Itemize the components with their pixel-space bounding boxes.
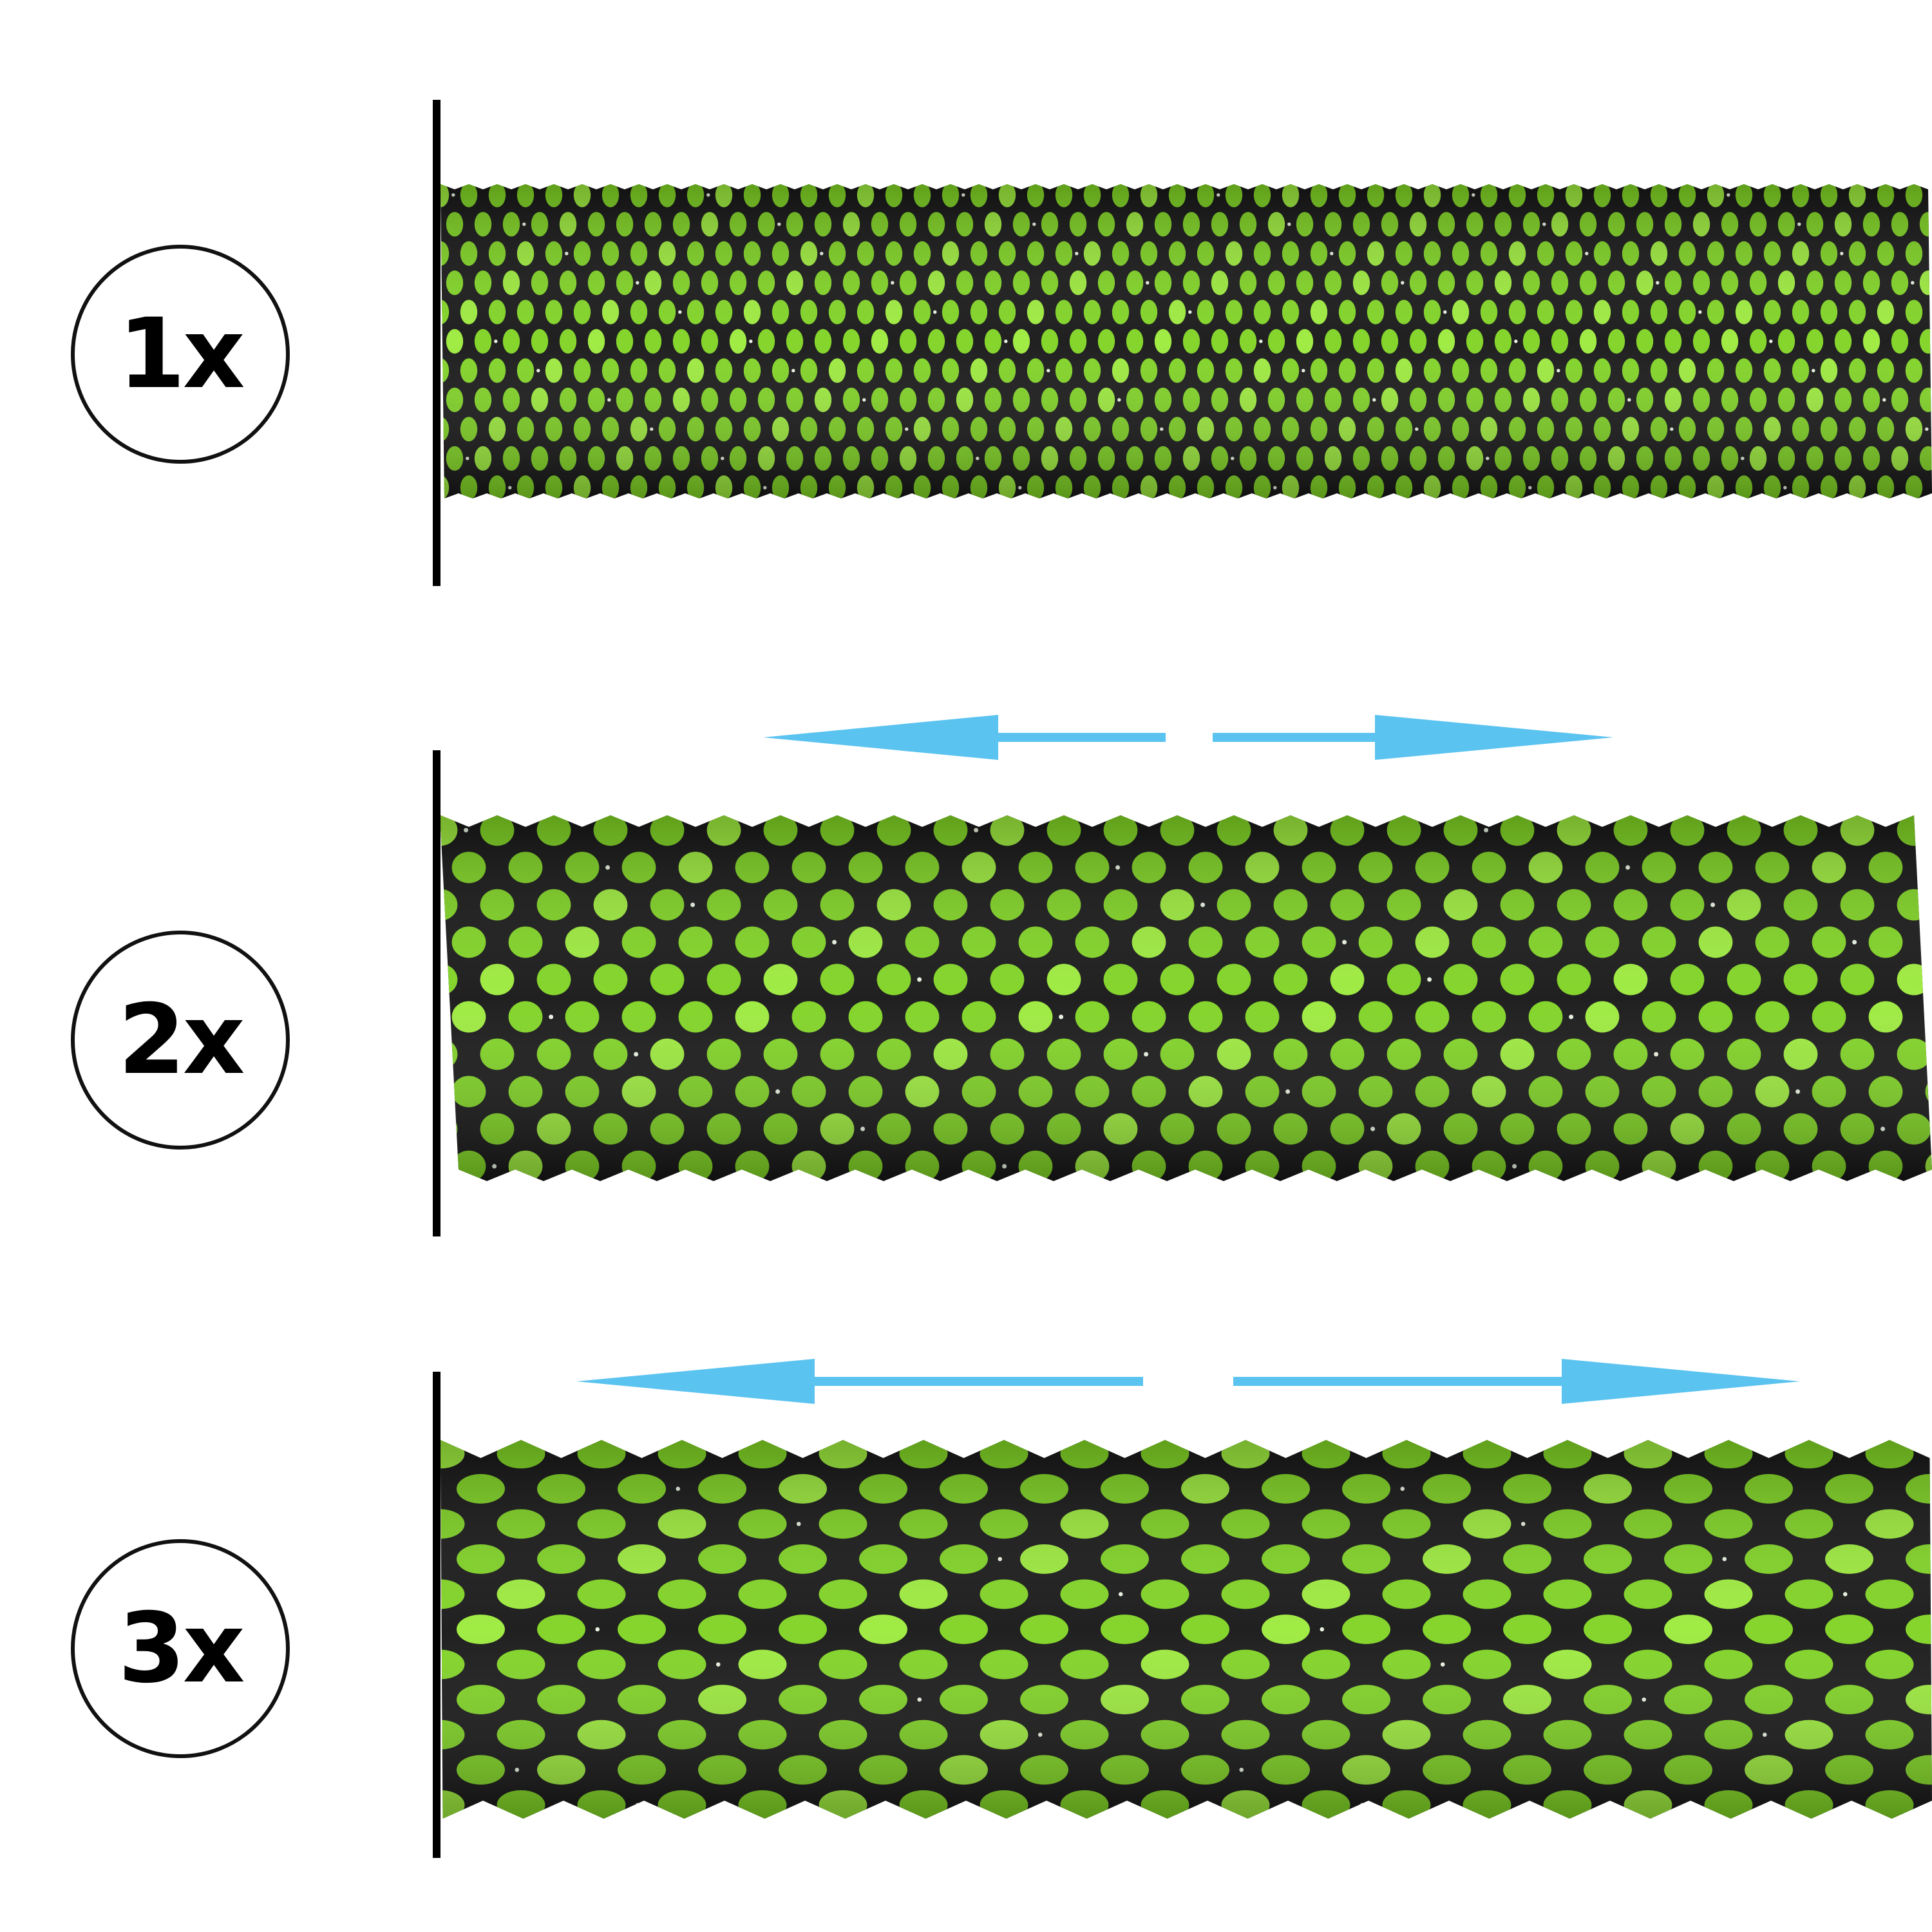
stage-badge-1x: 1x xyxy=(71,245,290,464)
hose-segment-2x xyxy=(440,811,1932,1185)
stage-label: 1x xyxy=(118,298,245,410)
arrow-left-icon xyxy=(763,715,1166,760)
stage-badge-2x: 2x xyxy=(71,931,290,1150)
hose-segment-3x xyxy=(440,1436,1932,1823)
arrow-left-icon xyxy=(576,1359,1143,1404)
hose-weave xyxy=(440,184,1932,498)
arrow-right-icon xyxy=(1233,1359,1800,1404)
stage-3: 3x xyxy=(0,1352,1932,1868)
stage-label: 3x xyxy=(118,1593,245,1705)
hose-weave xyxy=(440,1440,1932,1819)
arrow-right-icon xyxy=(1213,715,1613,760)
stage-label: 2x xyxy=(118,984,245,1096)
hose-weave xyxy=(440,815,1932,1181)
stage-2: 2x xyxy=(0,708,1932,1236)
stage-badge-3x: 3x xyxy=(71,1539,290,1758)
stretch-arrows-3x xyxy=(576,1359,1800,1404)
stage-1: 1x xyxy=(0,97,1932,586)
hose-segment-1x xyxy=(440,180,1932,502)
vertical-divider xyxy=(433,1372,440,1858)
vertical-divider xyxy=(433,100,440,586)
stretch-arrows-2x xyxy=(763,715,1613,760)
vertical-divider xyxy=(433,750,440,1236)
